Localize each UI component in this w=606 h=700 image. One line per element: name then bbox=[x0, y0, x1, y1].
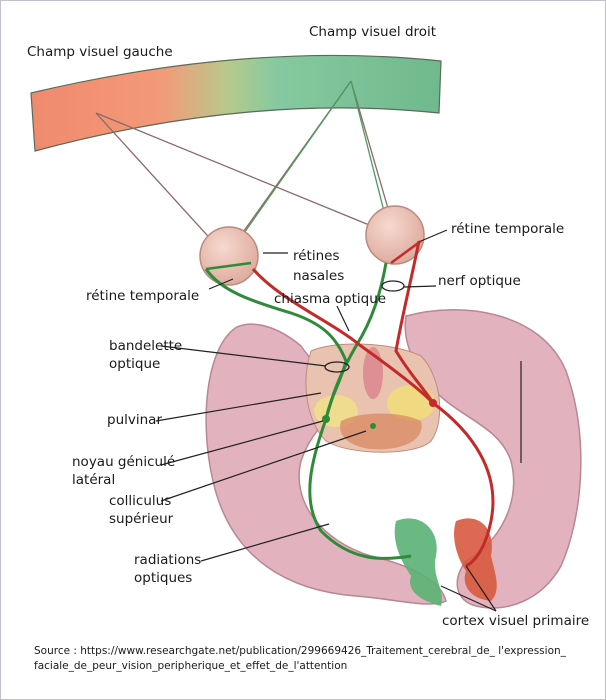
label-superior-colliculus: colliculus supérieur bbox=[109, 493, 174, 527]
label-primary-visual-cortex: cortex visuel primaire bbox=[442, 613, 590, 629]
source-citation: Source : https://www.researchgate.net/pu… bbox=[34, 644, 604, 674]
label-temporal-retina-left: rétine temporale bbox=[86, 288, 200, 304]
right-nucleus-dot bbox=[429, 399, 437, 407]
label-optic-radiations: radiations optiques bbox=[134, 552, 202, 586]
label-optic-nerve: nerf optique bbox=[438, 273, 521, 289]
label-pulvinar: pulvinar bbox=[107, 412, 162, 428]
colliculus-dot bbox=[370, 423, 376, 429]
label-lgn: noyau géniculé latéral bbox=[72, 454, 176, 488]
label-temporal-retina-right: rétine temporale bbox=[451, 221, 565, 237]
label-optic-chiasm: chiasma optique bbox=[274, 291, 387, 307]
green-branch bbox=[205, 261, 252, 271]
label-nasal-retinas: rétines nasales bbox=[293, 248, 345, 284]
source-line-2: faciale_de_peur_vision_peripherique_et_e… bbox=[34, 660, 348, 672]
visual-field-band bbox=[30, 54, 442, 152]
left-eye bbox=[199, 226, 259, 286]
green-pathway-right bbox=[324, 262, 388, 420]
red-branch bbox=[390, 239, 422, 265]
optic-nerve-marker bbox=[381, 280, 405, 292]
optic-tract-marker bbox=[324, 361, 350, 373]
red-pathway-left bbox=[251, 268, 433, 403]
label-optic-tract: bandelette optique bbox=[109, 338, 183, 372]
label-right-visual-field: Champ visuel droit bbox=[309, 24, 437, 40]
left-nucleus-dot bbox=[322, 415, 330, 423]
leader-lines bbox=[155, 229, 522, 612]
source-line-1: Source : https://www.researchgate.net/pu… bbox=[34, 645, 566, 657]
left-visual-cortex bbox=[394, 518, 443, 606]
colliculus-region bbox=[340, 413, 422, 450]
right-hemisphere bbox=[404, 309, 582, 609]
label-left-visual-field: Champ visuel gauche bbox=[27, 44, 173, 60]
